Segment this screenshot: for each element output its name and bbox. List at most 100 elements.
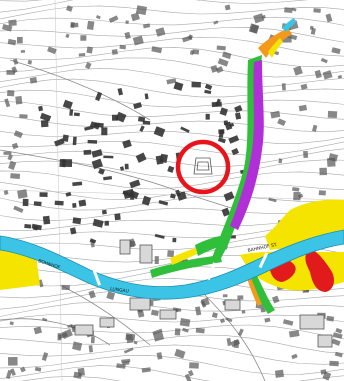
building [221, 207, 231, 217]
building [119, 44, 126, 50]
building [130, 12, 140, 22]
building [278, 158, 283, 164]
building [91, 158, 103, 170]
building [270, 110, 281, 119]
building [141, 195, 152, 206]
building [72, 136, 77, 146]
building [7, 154, 13, 161]
building [237, 295, 244, 300]
hazard-zone-red [305, 248, 334, 292]
building [41, 352, 49, 361]
building [216, 45, 226, 51]
contour-line [0, 278, 344, 299]
building [135, 152, 147, 163]
building [27, 59, 33, 65]
location-marker-circle[interactable] [175, 139, 231, 195]
building [331, 338, 341, 346]
street-label-river: LUNGAU [110, 286, 129, 295]
building [126, 334, 134, 344]
building [89, 238, 97, 244]
building [24, 223, 32, 229]
building [182, 35, 193, 43]
building [47, 46, 57, 55]
building [38, 105, 44, 112]
building [62, 134, 69, 142]
building-large [317, 334, 333, 348]
building [87, 139, 98, 144]
building [310, 27, 316, 35]
building [70, 324, 76, 329]
building [11, 66, 18, 74]
building [119, 166, 125, 171]
building [335, 327, 343, 334]
building [7, 38, 17, 46]
building [195, 327, 205, 334]
building [314, 69, 322, 79]
hazard-zone-blue [282, 18, 296, 32]
building [272, 295, 280, 304]
building [142, 120, 151, 125]
contour-line [21, 375, 122, 381]
building [215, 98, 221, 107]
hazard-zone-green [195, 236, 222, 256]
building [180, 126, 190, 133]
building [91, 149, 103, 158]
building [253, 13, 265, 24]
building [86, 46, 93, 54]
building [319, 167, 328, 176]
building [124, 163, 129, 170]
road-line [9, 59, 151, 121]
building [159, 153, 168, 163]
building [72, 203, 77, 208]
building [83, 149, 92, 155]
building [237, 328, 244, 337]
building [41, 317, 48, 322]
contour-line [0, 36, 344, 57]
building [92, 218, 104, 228]
building [326, 315, 335, 322]
bridge [258, 252, 269, 269]
building [19, 114, 28, 119]
building [39, 192, 48, 197]
building [103, 155, 114, 159]
building [61, 284, 70, 290]
hazard-zone-purple [230, 60, 264, 230]
building [191, 81, 201, 88]
contour-line [0, 314, 344, 323]
building [175, 189, 181, 197]
building [78, 52, 86, 57]
building [169, 193, 176, 199]
contour-line [0, 365, 344, 381]
building [325, 13, 333, 23]
building [268, 197, 277, 203]
building [166, 78, 177, 85]
building [125, 20, 130, 25]
building [143, 23, 151, 29]
building [156, 352, 163, 360]
building [155, 27, 166, 37]
hazard-zone-yellow [268, 38, 283, 58]
building [89, 121, 101, 130]
building [19, 366, 26, 373]
contour-line [0, 57, 344, 78]
contour-line [0, 324, 344, 340]
building [61, 328, 73, 339]
building [133, 102, 142, 110]
building [260, 308, 266, 313]
building [291, 7, 297, 12]
building [223, 191, 235, 202]
building [144, 93, 149, 100]
building [22, 198, 29, 207]
building-large [299, 314, 325, 330]
building-large [99, 317, 115, 328]
building [217, 58, 229, 67]
building [153, 126, 166, 138]
building [65, 191, 72, 197]
building [217, 137, 226, 144]
building [39, 112, 52, 122]
building [54, 200, 64, 206]
building [264, 317, 271, 323]
building [300, 83, 308, 90]
